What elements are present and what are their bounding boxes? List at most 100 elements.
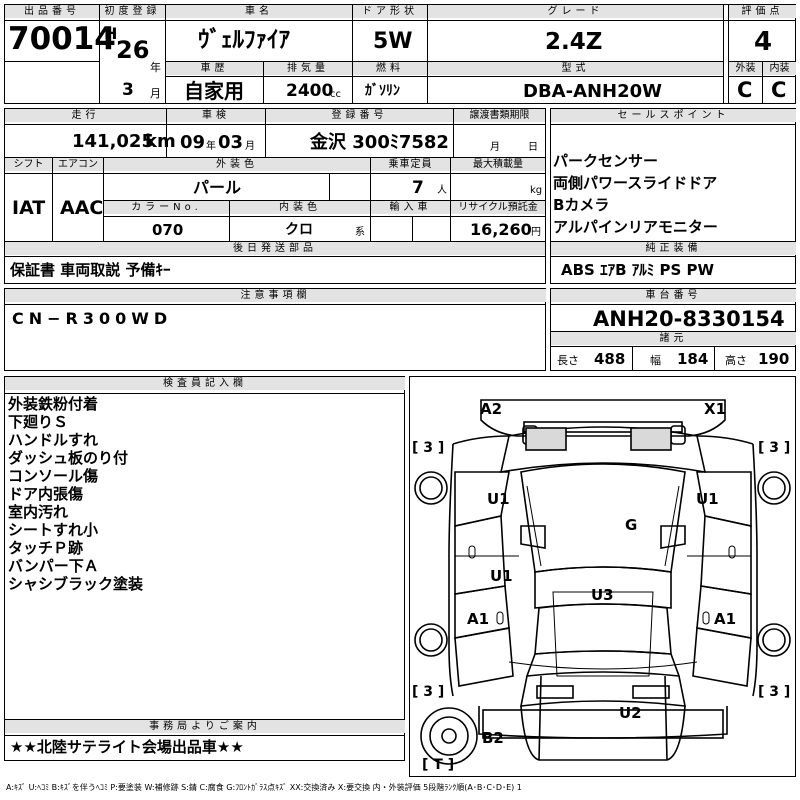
inspection-year: 09: [180, 132, 206, 153]
car-name: ｳﾞｪﾙﾌｧｲｱ: [198, 27, 290, 53]
model-label: 型式: [428, 62, 723, 75]
mileage: 141,025: [72, 131, 154, 152]
first-reg-year: 26: [116, 36, 150, 64]
chassis-box: [550, 288, 796, 371]
notes-label: 注意事項欄: [5, 289, 546, 302]
interior-color-label: 内装色: [230, 201, 370, 214]
recycle-fee: 16,260: [470, 220, 532, 239]
office-notice: ★★北陸サテライト会場出品車★★: [10, 738, 244, 756]
shift: IAT: [12, 197, 46, 219]
chassis-number: ANH20-8330154: [593, 307, 785, 331]
history-label: 車歴: [166, 62, 263, 75]
first-reg-label: 初度登録: [100, 5, 165, 18]
inspector-notes: 外装鉄粉付着 下廻りＳ ハンドルすれ ダッシュ板のり付 コンソール傷 ドア内張傷…: [8, 395, 143, 593]
interior-color-unit: 系: [355, 227, 365, 238]
inspector-label: 検査員記入欄: [5, 377, 405, 390]
inspection-label: 車検: [167, 109, 265, 122]
inspector-note: ダッシュ板のり付: [8, 449, 129, 467]
width-value: 184: [677, 350, 709, 368]
import-label: 輸入車: [371, 201, 450, 214]
exterior-grade: C: [737, 78, 753, 102]
notes-box: [4, 288, 546, 371]
inspector-note: シャシブラック塗装: [8, 575, 144, 593]
model: DBA-ANH20W: [523, 81, 663, 102]
car-name-label: 車名: [166, 5, 352, 18]
fuel: ｶﾞｿﾘﾝ: [365, 83, 400, 99]
exterior-label: 外装: [729, 62, 762, 75]
color-no-label: カラーNo.: [104, 201, 229, 214]
sales-point: 両側パワースライドドア: [553, 174, 718, 192]
door-label: ドア形状: [353, 5, 427, 18]
ac-label: エアコン: [53, 158, 103, 171]
transfer-day-unit: 日: [528, 142, 538, 153]
score: 4: [754, 27, 773, 57]
transfer-label: 譲渡書類期限: [454, 109, 545, 122]
legend: A:ｷｽﾞ U:ﾍｺﾐ B:ｷｽﾞを伴うﾍｺﾐ P:要塗装 W:補修跡 S:錆 …: [6, 783, 522, 792]
score-label: 評価点: [729, 5, 796, 18]
capacity: 7: [412, 178, 424, 198]
sales-point: パークセンサー: [553, 152, 659, 170]
car-diagram: [414, 399, 791, 765]
damage-a2: A2: [480, 400, 503, 418]
tire-front-left: [ 3 ]: [412, 440, 445, 456]
damage-u1-left: U1: [487, 490, 510, 508]
sales-point: Bカメラ: [553, 196, 610, 214]
door-type: 5W: [373, 29, 413, 54]
height-value: 190: [758, 350, 790, 368]
plate-number: 金沢 300ﾐ7582: [310, 132, 449, 153]
sales-label: セールスポイント: [551, 109, 796, 122]
damage-a1-right: A1: [714, 610, 737, 628]
specs-label: 諸元: [551, 332, 796, 345]
lot-label: 出品番号: [5, 5, 99, 18]
inspector-note: ハンドルすれ: [8, 431, 99, 449]
height-label: 高さ: [725, 354, 747, 367]
grade: 2.4Z: [545, 29, 603, 55]
year-unit: 年: [150, 61, 161, 74]
damage-g: G: [625, 516, 638, 534]
grade-label: グレード: [428, 5, 723, 18]
damage-u3: U3: [591, 586, 614, 604]
interior-grade: C: [771, 78, 787, 102]
tire-rear-left: [ 3 ]: [412, 684, 445, 700]
chassis-label: 車台番号: [551, 289, 796, 302]
inspection-month: 03: [218, 132, 244, 153]
inspector-note: バンパー下Ａ: [8, 557, 99, 575]
damage-u1-right: U1: [696, 490, 719, 508]
mileage-label: 走行: [5, 109, 166, 122]
history: 自家用: [184, 79, 244, 103]
inspector-note: 外装鉄粉付着: [8, 395, 99, 413]
inspector-note: ドア内張傷: [8, 485, 84, 503]
damage-u2: U2: [619, 704, 642, 722]
inspector-note: 室内汚れ: [8, 503, 69, 521]
recycle-unit: 円: [531, 227, 541, 238]
load-unit: kg: [530, 185, 543, 196]
displacement-label: 排気量: [264, 62, 352, 75]
office-label: 事務局よりご案内: [5, 720, 405, 733]
damage-u1-center: U1: [490, 567, 513, 585]
inspection-month-unit: 月: [245, 141, 255, 152]
color-number: 070: [152, 221, 184, 239]
lot-number: 70014: [8, 21, 116, 57]
equipment-value: ABS ｴｱB ｱﾙﾐ PS PW: [561, 261, 715, 279]
transfer-month-unit: 月: [490, 142, 500, 153]
sales-point: アルパインリアモニター: [553, 218, 718, 236]
accessories-value: 保証書 車両取説 予備ｷｰ: [10, 261, 171, 279]
damage-b2: B2: [482, 729, 504, 747]
inspection-year-unit: 年: [206, 141, 216, 152]
accessories-label: 後日発送部品: [5, 242, 545, 255]
notes-value: CN−R300WD: [12, 309, 173, 328]
inspector-note: タッチＰ跡: [8, 539, 84, 557]
air-conditioner: AAC: [60, 197, 104, 219]
damage-x1: X1: [704, 400, 727, 418]
load-label: 最大積載量: [451, 158, 545, 171]
capacity-label: 乗車定員: [371, 158, 450, 171]
plate-label: 登録番号: [266, 109, 453, 122]
tire-rear-right: [ 3 ]: [758, 684, 791, 700]
damage-a1-left: A1: [467, 610, 490, 628]
capacity-unit: 人: [437, 185, 447, 196]
displacement-unit: cc: [330, 89, 341, 100]
spare-tire: [ T ]: [422, 757, 455, 773]
recycle-label: リサイクル預託金: [451, 201, 545, 214]
inspector-box: [4, 376, 405, 761]
first-reg-month: 3: [122, 80, 134, 100]
